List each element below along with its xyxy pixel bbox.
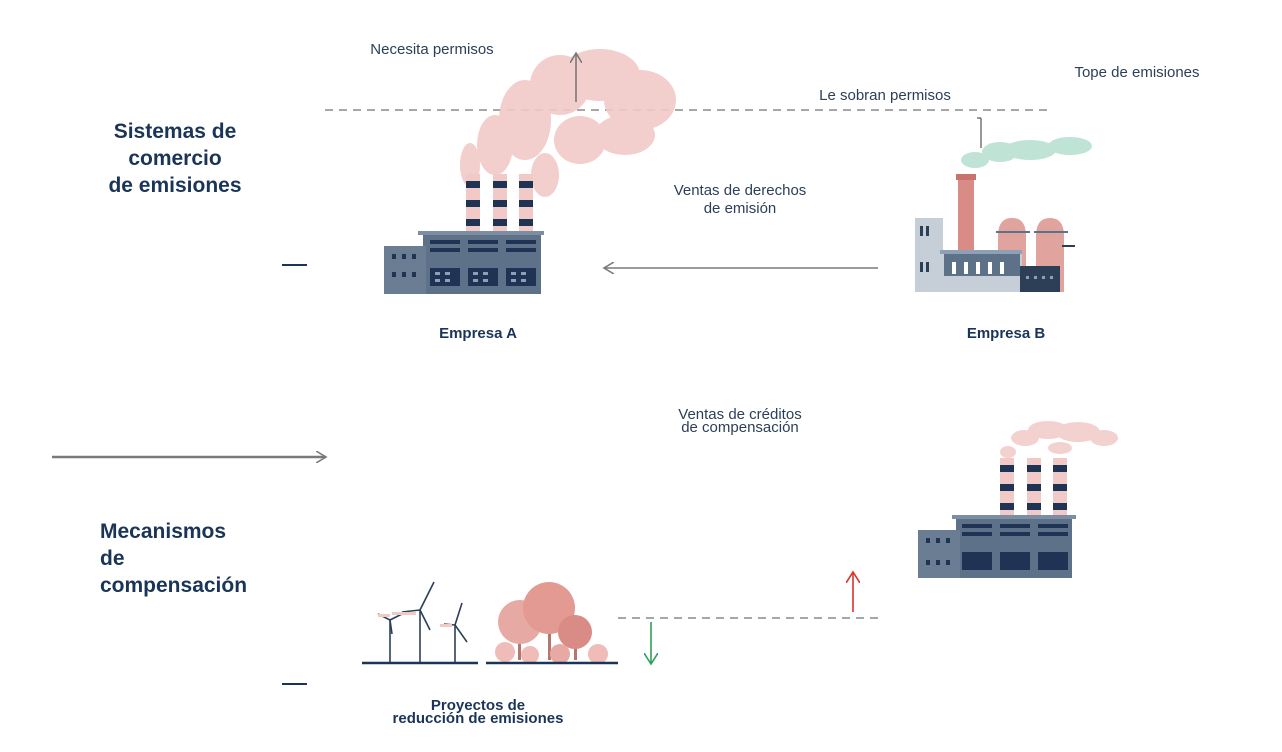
offset-sale-line1: Ventas de créditos (678, 406, 802, 423)
permit-sale-line2: de emisión (703, 200, 777, 217)
needs-permits-label: Necesita permisos (370, 41, 494, 58)
company-b-smoke (961, 137, 1092, 168)
cap-label: Tope de emisiones (1074, 64, 1200, 81)
ets-heading-line2: comercio (128, 147, 222, 170)
company-b-label: Empresa B (966, 325, 1046, 342)
company-a-label: Empresa A (439, 325, 517, 342)
ets-heading-line3: de emisiones (108, 174, 242, 197)
projects-line1: Proyectos de (430, 697, 526, 714)
offset-sale-label: Ventas de créditos de compensación (640, 406, 840, 436)
company-b-factory (915, 174, 1075, 292)
permit-sale-line1: Ventas de derechos (673, 182, 807, 199)
wind-turbines (362, 581, 478, 665)
offset-sale-line2: de compensación (681, 419, 799, 436)
projects-line2: reducción de emisiones (392, 710, 564, 727)
offset-factory (918, 458, 1076, 578)
offset-heading-line3: compensación (100, 574, 248, 597)
ets-heading: Sistemas de comercio de emisiones (100, 118, 250, 199)
ets-heading-line1: Sistemas de (113, 120, 237, 143)
company-a-smoke (460, 49, 676, 197)
offset-heading: Mecanismos de compensación (100, 518, 290, 599)
offset-heading-line1: Mecanismos (100, 520, 227, 543)
projects-label: Proyectos de reducción de emisiones (368, 697, 588, 727)
surplus-permits-label: Le sobran permisos (819, 87, 951, 104)
company-a-factory (384, 174, 544, 294)
offset-factory-smoke (1000, 421, 1118, 458)
trees (486, 582, 618, 665)
permit-sale-label: Ventas de derechos de emisión (640, 182, 840, 218)
offset-heading-line2: de (100, 547, 125, 570)
